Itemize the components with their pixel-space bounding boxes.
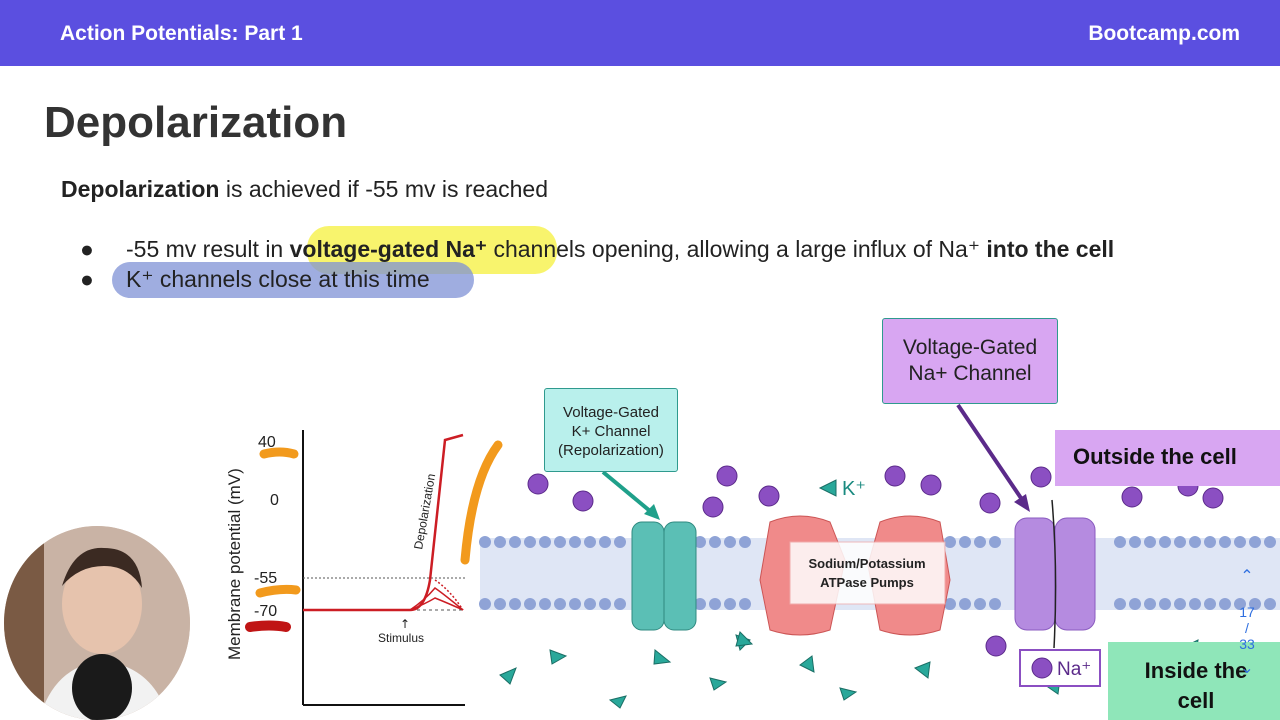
bullet-bold: into the cell [986, 236, 1115, 262]
na-channel-label: Voltage-Gated [902, 336, 1038, 359]
slide-title: Depolarization [44, 98, 348, 147]
arrowhead-icon [644, 504, 660, 520]
red-mark [245, 620, 291, 632]
bullet-text: channels opening, allowing a large influ… [487, 236, 987, 262]
bullet-list: ● -55 mv result in voltage-gated Na⁺ cha… [80, 236, 1114, 296]
bullet-text: -55 mv result in [126, 236, 290, 262]
subthreshold-curve [434, 579, 464, 611]
outside-cell-text: Outside the cell [1073, 444, 1237, 469]
tick-minus55: -55 [254, 570, 277, 587]
bullet-dot-icon: ● [80, 236, 94, 262]
subtitle-rest: is achieved if -55 mv is reached [219, 176, 549, 202]
k-channel [663, 521, 697, 631]
na-legend-label: Na⁺ [1057, 659, 1091, 680]
blue-highlight [112, 262, 474, 298]
graph-ylabel: Membrane potential (mV) [225, 468, 244, 660]
phospholipid-heads [479, 536, 1276, 610]
na-channel-label-box: Voltage-Gated Na+ Channel [882, 318, 1058, 404]
presenter-image [4, 526, 190, 720]
presenter-webcam [4, 526, 190, 720]
k-channel [631, 521, 665, 631]
outside-cell-label: Outside the cell [1055, 430, 1280, 486]
header-bar: Action Potentials: Part 1 Bootcamp.com [0, 0, 1280, 66]
na-channel [1054, 517, 1096, 631]
page-current: 17 [1239, 604, 1255, 620]
k-channel-label-box: Voltage-Gated K+ Channel (Repolarization… [544, 388, 678, 472]
orange-mark [259, 447, 299, 459]
k-channel-label: (Repolarization) [558, 442, 664, 459]
k-channel-label: K+ Channel [571, 423, 651, 440]
action-potential-graph: Membrane potential (mV) 40 0 -55 -70 Dep… [225, 430, 503, 706]
inside-cell-text-line2: cell [1177, 688, 1215, 713]
arrowhead-icon [1014, 494, 1030, 512]
inside-cell-text: Inside the cell [1126, 656, 1266, 716]
tick-minus70: -70 [254, 603, 277, 620]
orange-mark [460, 440, 503, 565]
tick-40: 40 [258, 434, 276, 451]
brand-label: Bootcamp.com [1088, 22, 1240, 45]
inside-cell-label: Inside the cell [1108, 642, 1280, 720]
page-total: 33 [1239, 636, 1255, 652]
stimulus-arrow-icon: ↑ [400, 617, 410, 631]
bullet-dot-icon: ● [80, 266, 94, 292]
na-legend-ion [1031, 657, 1053, 679]
pump-label-box [789, 541, 946, 605]
stimulus-label: Stimulus [378, 631, 424, 645]
na-channel-pointer-arrow [956, 403, 1027, 506]
na-channel-label: Na+ Channel [908, 362, 1032, 385]
microphone-icon [72, 654, 132, 720]
subthreshold-curve [409, 597, 464, 611]
bullet-item: ● -55 mv result in voltage-gated Na⁺ cha… [80, 236, 1114, 266]
subthreshold-curve [409, 586, 464, 611]
k-channel-pointer-arrow [601, 470, 658, 518]
page-controls: ⌃ 17 / 33 ⌄ [1234, 566, 1260, 706]
bullet-bold: voltage-gated Na⁺ [289, 236, 488, 262]
na-influx-arrow [1051, 499, 1057, 649]
subtitle-bold: Depolarization [61, 176, 220, 202]
na-channel [1014, 517, 1056, 631]
k-channel-label: Voltage-Gated [563, 404, 659, 421]
bullet-text: K⁺ channels close at this time [126, 266, 430, 292]
tick-0: 0 [270, 492, 279, 509]
chevron-down-icon[interactable]: ⌄ [1240, 660, 1254, 677]
lecture-title: Action Potentials: Part 1 [60, 22, 303, 45]
page-divider: / [1245, 620, 1249, 636]
pump-label-line1: Sodium/Potassium [808, 556, 925, 571]
inside-cell-text-line1: Inside the [1144, 658, 1248, 683]
k-ion-label: K⁺ [842, 478, 866, 500]
chevron-up-icon[interactable]: ⌃ [1240, 568, 1254, 585]
pump-label-line2: ATPase Pumps [820, 575, 914, 590]
bullet-item: ● K⁺ channels close at this time [80, 266, 1114, 296]
orange-mark [255, 584, 301, 598]
slide-subtitle: Depolarization is achieved if -55 mv is … [61, 176, 548, 203]
